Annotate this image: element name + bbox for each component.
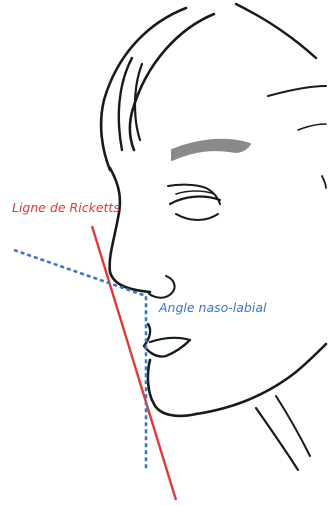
eye-upper-lid bbox=[170, 197, 220, 204]
nostril bbox=[148, 276, 175, 298]
eyebrow bbox=[172, 140, 250, 160]
jawline bbox=[196, 344, 326, 414]
hair-strand bbox=[135, 64, 142, 140]
nasolabial-angle-label: Angle naso-labial bbox=[159, 302, 266, 315]
forehead-nose-profile bbox=[110, 168, 150, 292]
eye-crease bbox=[176, 191, 214, 194]
neck-line bbox=[256, 408, 298, 470]
eye-lower-lid bbox=[176, 214, 218, 220]
cheek-line bbox=[322, 176, 326, 188]
hair-strand bbox=[101, 8, 186, 170]
face-profile-drawing bbox=[101, 4, 326, 470]
mouth-line bbox=[150, 338, 190, 342]
temple-line bbox=[298, 124, 326, 130]
nasolabial-angle-lines bbox=[14, 250, 146, 470]
ricketts-line bbox=[92, 226, 176, 500]
ricketts-line-label: Ligne de Ricketts bbox=[12, 202, 120, 215]
hair-strand bbox=[236, 4, 316, 58]
chin-outline bbox=[148, 360, 196, 416]
temple-line bbox=[268, 86, 326, 96]
neck-line bbox=[276, 396, 310, 456]
